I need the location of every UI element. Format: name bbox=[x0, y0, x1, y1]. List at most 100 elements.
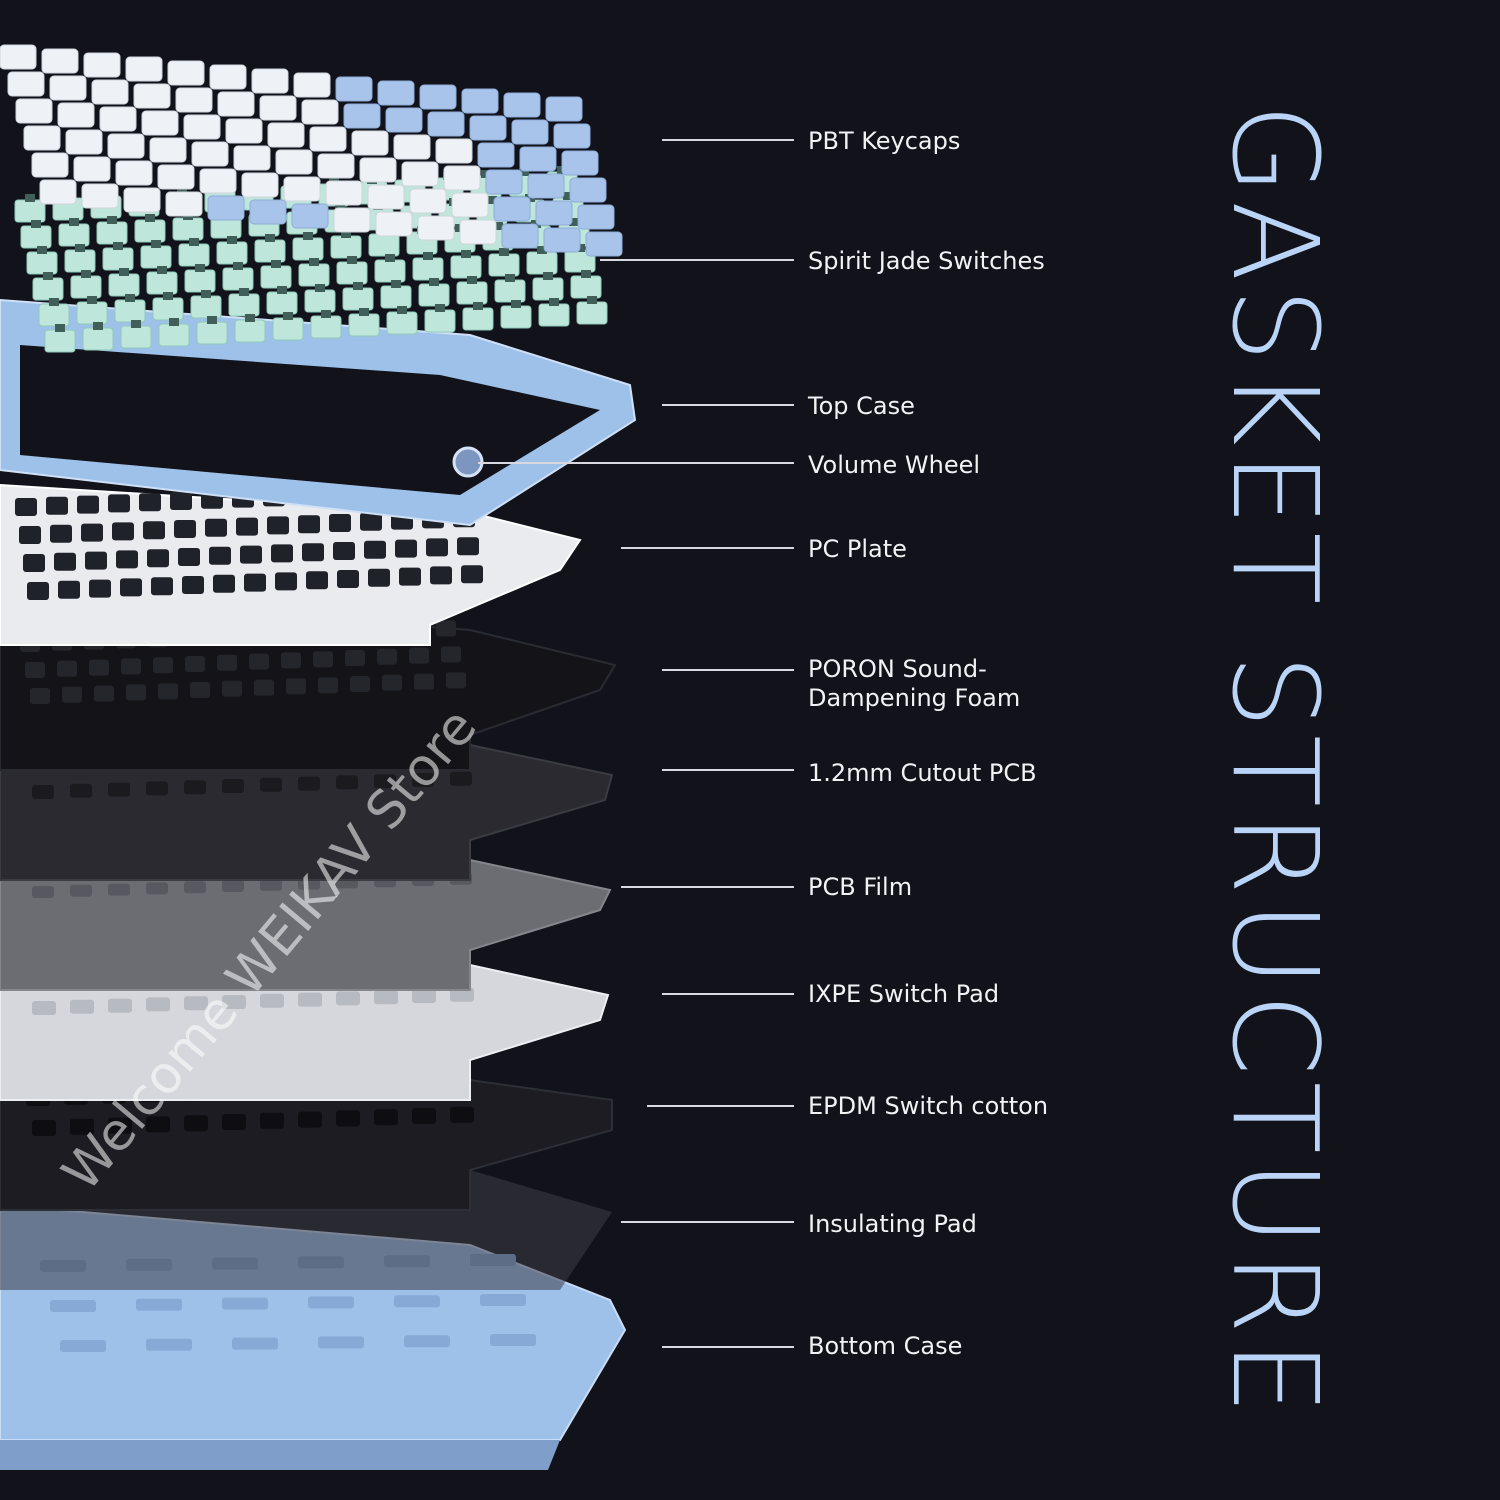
pcb-holes-cell bbox=[298, 776, 320, 791]
keycap bbox=[309, 126, 347, 152]
switch bbox=[254, 239, 286, 263]
bottom-case-details-cell bbox=[394, 1295, 440, 1308]
keycap bbox=[417, 215, 455, 241]
epdm-holes-cell bbox=[222, 1114, 246, 1130]
switch bbox=[228, 293, 260, 317]
switch bbox=[412, 257, 444, 281]
switch bbox=[304, 289, 336, 313]
keycap bbox=[377, 80, 415, 106]
switch-stem bbox=[321, 310, 331, 318]
keycap bbox=[133, 83, 171, 109]
keycap bbox=[561, 150, 599, 176]
plate-cutouts-cell bbox=[360, 512, 382, 531]
switch-stem bbox=[245, 314, 255, 322]
plate-cutouts-cell bbox=[139, 493, 161, 512]
ixpe-holes-cell bbox=[412, 989, 436, 1003]
switch-stem bbox=[581, 270, 591, 278]
switch-stem bbox=[341, 230, 351, 238]
keycap bbox=[325, 180, 363, 206]
keycap bbox=[57, 102, 95, 128]
switch-stem bbox=[177, 186, 187, 194]
plate-cutouts-cell bbox=[112, 522, 134, 541]
switch-stem bbox=[473, 302, 483, 310]
keycap bbox=[401, 161, 439, 187]
label-switches: Spirit Jade Switches bbox=[808, 247, 1045, 275]
label-pcb-film: PCB Film bbox=[808, 873, 913, 901]
poron-holes-cell bbox=[254, 679, 274, 696]
switch-stem bbox=[75, 244, 85, 252]
switch-stem bbox=[93, 322, 103, 330]
switch-stem bbox=[429, 278, 439, 286]
switch-stem bbox=[499, 248, 509, 256]
switch bbox=[102, 247, 134, 271]
keycap bbox=[543, 227, 581, 253]
switch bbox=[386, 311, 418, 335]
switch-stem bbox=[347, 256, 357, 264]
plate-cutouts-cell bbox=[27, 582, 49, 600]
bottom-case-details-cell bbox=[136, 1298, 182, 1311]
bottom-case-details-cell bbox=[480, 1294, 526, 1306]
keycap bbox=[359, 157, 397, 183]
leader-line-poron-foam bbox=[662, 669, 794, 671]
keycap bbox=[343, 103, 381, 129]
keycap bbox=[461, 88, 499, 114]
switch-stem bbox=[113, 242, 123, 250]
keycap bbox=[477, 142, 515, 168]
switch-stem bbox=[195, 264, 205, 272]
switch-stem bbox=[81, 270, 91, 278]
switch-stem bbox=[467, 276, 477, 284]
poron-holes-cell bbox=[94, 685, 114, 702]
switch-stem bbox=[519, 168, 529, 176]
keycap bbox=[0, 44, 37, 70]
poron-holes-cell bbox=[318, 677, 338, 694]
plate-cutouts-cell bbox=[50, 524, 72, 543]
keycap bbox=[73, 156, 111, 182]
switch-stem bbox=[125, 294, 135, 302]
switch bbox=[374, 259, 406, 283]
poron-holes-cell bbox=[25, 662, 45, 678]
switch bbox=[178, 243, 210, 267]
pcb-holes-cell bbox=[222, 779, 244, 793]
bottom-case-details-cell bbox=[222, 1297, 268, 1310]
epdm-holes-cell bbox=[32, 1120, 56, 1136]
keycap bbox=[7, 71, 45, 97]
pcb-holes-cell bbox=[184, 780, 206, 795]
keycap bbox=[225, 118, 263, 144]
keycap bbox=[553, 123, 591, 149]
switch-stem bbox=[397, 306, 407, 314]
keycap bbox=[443, 165, 481, 191]
switch bbox=[82, 327, 114, 351]
ixpe-holes-cell bbox=[260, 993, 284, 1008]
plate-cutouts-cell bbox=[271, 544, 293, 563]
plate-cutouts-cell bbox=[89, 579, 111, 598]
ixpe-holes-cell bbox=[146, 997, 170, 1012]
gasket-structure-title: GASKET STRUCTURE bbox=[1206, 103, 1344, 1421]
switch bbox=[158, 323, 190, 347]
keycap bbox=[91, 79, 129, 105]
switch-stem bbox=[131, 320, 141, 328]
keycap bbox=[301, 99, 339, 125]
keycap bbox=[469, 115, 507, 141]
poron-holes-cell bbox=[121, 658, 141, 675]
ixpe-holes-cell bbox=[336, 991, 360, 1006]
keycap bbox=[501, 223, 539, 249]
switch bbox=[108, 273, 140, 297]
switch bbox=[38, 303, 70, 327]
switch bbox=[260, 265, 292, 289]
poron-holes-cell bbox=[158, 683, 178, 700]
keycap bbox=[333, 207, 371, 233]
pcb-film-holes-cell bbox=[222, 880, 244, 892]
plate-cutouts-cell bbox=[85, 551, 107, 570]
keycap bbox=[493, 196, 531, 222]
keycap bbox=[65, 129, 103, 155]
bottom-case-details-cell bbox=[232, 1337, 278, 1350]
poron-holes-cell bbox=[185, 656, 205, 672]
keycap bbox=[167, 60, 205, 86]
poron-holes-cell bbox=[62, 686, 82, 703]
keycap bbox=[233, 145, 271, 171]
keycap bbox=[199, 168, 237, 194]
plate-cutouts-cell bbox=[143, 521, 165, 540]
switch bbox=[172, 217, 204, 241]
keycap bbox=[275, 149, 313, 175]
